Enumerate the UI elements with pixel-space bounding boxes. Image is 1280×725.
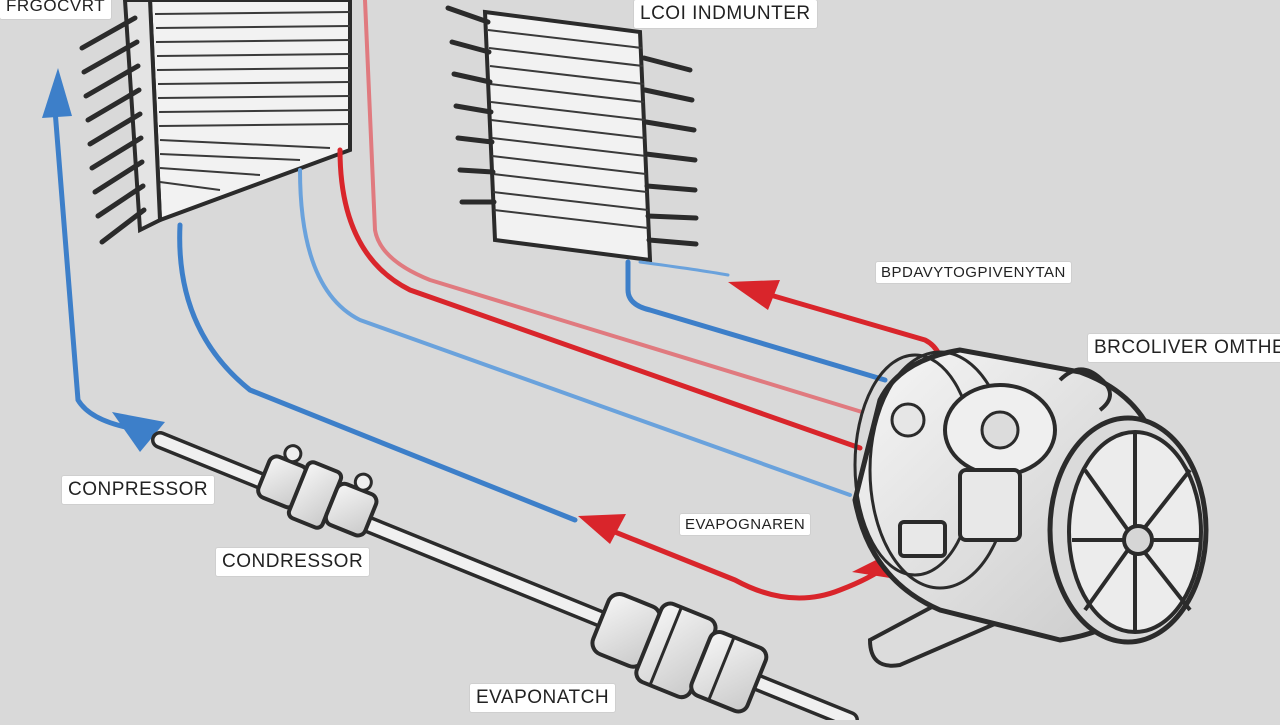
compressor-motor-icon <box>852 347 1209 668</box>
label-center-left: CONDRESSOR <box>216 548 370 576</box>
left-coil-icon <box>79 0 352 245</box>
label-right-upper: BRCOLIVER OMTHER <box>1088 334 1280 362</box>
flow-arrow-icon <box>112 412 165 452</box>
hot-line-2 <box>363 0 864 414</box>
label-left-mid: CONPRESSOR <box>62 476 215 504</box>
center-coil-icon <box>445 5 699 263</box>
hot-line-4 <box>607 527 903 601</box>
valve-fitting-icon <box>256 444 379 538</box>
cold-line-2 <box>298 168 852 497</box>
cold-line-1 <box>177 222 578 523</box>
label-top-left: FRGOCVRT <box>0 0 112 19</box>
flow-arrow-icon <box>42 68 72 118</box>
flow-arrow-icon <box>578 514 626 544</box>
valve-fitting-icon <box>590 591 769 714</box>
label-center-right: EVAPOGNAREN <box>680 514 811 535</box>
label-bottom: EVAPONATCH <box>470 684 616 712</box>
hot-line-1 <box>337 147 863 451</box>
flow-arrow-icon <box>728 280 780 310</box>
label-top-center: LCOI INDMUNTER <box>634 0 817 28</box>
cold-line-3 <box>625 259 888 383</box>
label-right-mid: BPDAVYTOGPIVENYTAN <box>876 262 1071 283</box>
cold-line-4 <box>638 260 730 277</box>
cold-line-left-riser <box>52 107 133 431</box>
